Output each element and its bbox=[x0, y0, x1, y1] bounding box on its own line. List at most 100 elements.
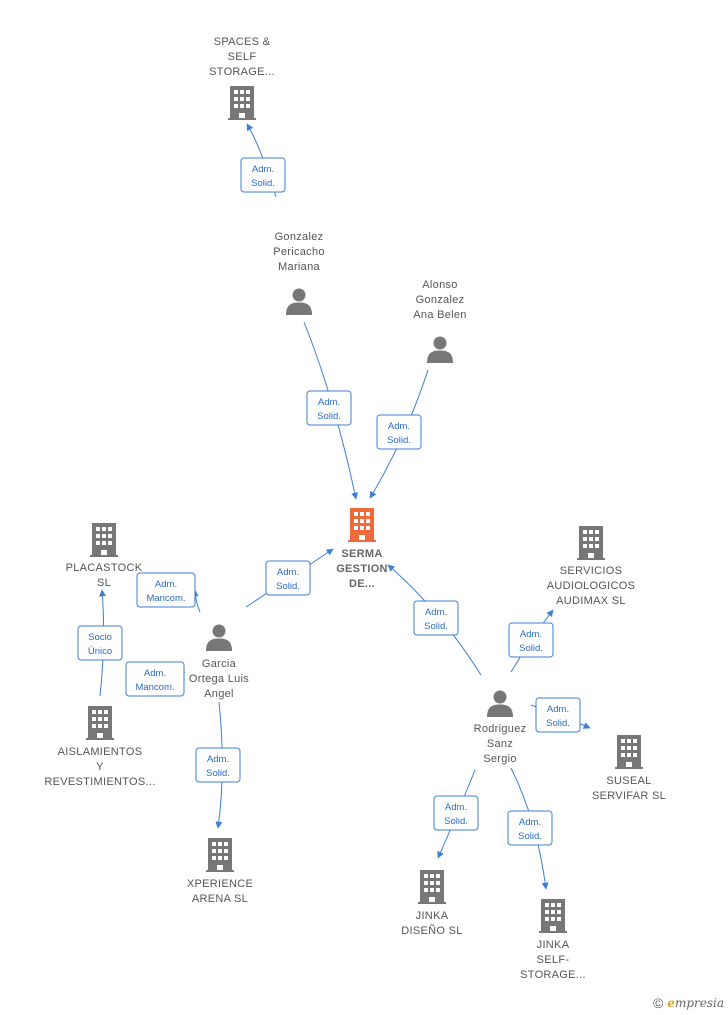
node-label: DISEÑO SL bbox=[401, 924, 462, 937]
edge-garcia-to-aislamientos: Adm.Mancom. bbox=[125, 661, 186, 697]
node-xperience[interactable]: XPERIENCE ARENA SL bbox=[187, 838, 253, 905]
relation-text: Solid. bbox=[424, 621, 448, 632]
relation-text: Adm. bbox=[547, 704, 569, 715]
node-label: GESTION bbox=[336, 563, 388, 575]
copyright-symbol: © bbox=[652, 995, 664, 1011]
relation-label[interactable]: Adm.Solid. bbox=[265, 560, 311, 596]
building-icon bbox=[615, 735, 643, 769]
node-label: PLACASTOCK bbox=[66, 562, 143, 574]
node-label: Pericacho bbox=[273, 246, 325, 258]
relation-label[interactable]: Adm. Solid. bbox=[413, 600, 459, 636]
footer-brand: © empresia bbox=[653, 995, 724, 1011]
relation-label[interactable]: Adm. Solid. bbox=[376, 414, 422, 450]
person-icon bbox=[427, 336, 453, 363]
relation-box bbox=[265, 560, 311, 596]
node-label: SELF- bbox=[537, 954, 570, 966]
node-label: Ana Belen bbox=[413, 309, 466, 321]
relation-text: Solid. bbox=[206, 768, 230, 779]
node-label: SELF bbox=[228, 51, 257, 63]
relation-label[interactable]: Adm.Solid. bbox=[508, 622, 554, 658]
person-icon bbox=[206, 624, 232, 651]
person-icon bbox=[286, 288, 312, 315]
node-jinka_self[interactable]: JINKASELF-STORAGE... bbox=[520, 899, 586, 981]
edge-line bbox=[191, 589, 201, 613]
relation-text: Adm. bbox=[155, 579, 177, 590]
relation-text: Adm. bbox=[277, 567, 299, 578]
node-aislamientos[interactable]: AISLAMIENTOSYREVESTIMIENTOS... bbox=[44, 706, 155, 788]
relation-label[interactable]: Adm.Mancom. bbox=[125, 661, 185, 697]
node-label: SERVIFAR SL bbox=[592, 790, 666, 802]
relation-text: Adm. bbox=[445, 802, 467, 813]
relation-text: Adm. bbox=[425, 607, 447, 618]
relation-text: Mancom. bbox=[146, 593, 185, 604]
edge-garcia-to-xperience: Adm.Solid. bbox=[195, 701, 241, 829]
node-label: SERMA bbox=[341, 548, 382, 560]
relation-label[interactable]: Adm. Solid. bbox=[507, 810, 553, 846]
edge-rodriguez-to-jinka_self: Adm. Solid. bbox=[507, 767, 553, 890]
node-label: Garcia bbox=[202, 658, 237, 670]
relation-label[interactable]: Adm. Mancom. bbox=[136, 572, 196, 608]
edge-rodriguez-to-servicios: Adm.Solid. bbox=[508, 609, 554, 673]
relation-text: Solid. bbox=[546, 718, 570, 729]
relation-box bbox=[376, 414, 422, 450]
brand-logo: empresia bbox=[667, 996, 724, 1010]
relation-label[interactable]: Adm. Solid. bbox=[433, 795, 479, 831]
node-jinka_diseno[interactable]: JINKA DISEÑO SL bbox=[401, 870, 462, 937]
edges-layer: Adm. Solid. Adm. Solid. Adm. Solid. Adm. Solid.… bbox=[77, 123, 591, 890]
relation-box bbox=[77, 625, 123, 661]
building-icon bbox=[86, 706, 114, 740]
edge-rodriguez-to-suseal: Adm. Solid. bbox=[530, 697, 591, 733]
edge-gonzalez-to-spaces: Adm.Solid. bbox=[240, 123, 286, 198]
relation-text: Adm. bbox=[520, 629, 542, 640]
relation-text: Único bbox=[88, 646, 112, 657]
relation-box bbox=[125, 661, 185, 697]
node-label: SERVICIOS bbox=[560, 565, 622, 577]
node-label: STORAGE... bbox=[209, 66, 275, 78]
relation-box bbox=[433, 795, 479, 831]
building-icon bbox=[206, 838, 234, 872]
relation-label[interactable]: Adm.Solid. bbox=[306, 390, 352, 426]
node-label: Angel bbox=[204, 688, 234, 700]
building-icon bbox=[539, 899, 567, 933]
relation-label[interactable]: Adm.Solid. bbox=[240, 157, 286, 193]
relation-text: Socio bbox=[88, 632, 112, 643]
relation-label[interactable]: Adm. Solid. bbox=[535, 697, 581, 733]
relation-text: Solid. bbox=[387, 435, 411, 446]
building-icon bbox=[577, 526, 605, 560]
node-label: JINKA bbox=[416, 910, 449, 922]
relation-text: Adm. bbox=[144, 668, 166, 679]
edge-garcia-to-serma: Adm.Solid. bbox=[245, 548, 334, 608]
node-spaces[interactable]: SPACES &SELFSTORAGE... bbox=[209, 36, 275, 120]
relation-box bbox=[306, 390, 352, 426]
node-label: Y bbox=[96, 761, 104, 773]
node-label: Sanz bbox=[487, 738, 513, 750]
node-label: Sergio bbox=[483, 753, 517, 765]
node-label: JINKA bbox=[537, 939, 570, 951]
relation-text: Solid. bbox=[317, 411, 341, 422]
edge-rodriguez-to-serma: Adm. Solid. bbox=[387, 564, 482, 676]
node-label: Ortega Luis bbox=[189, 673, 249, 685]
relation-text: Adm. bbox=[519, 817, 541, 828]
node-label: XPERIENCE bbox=[187, 878, 253, 890]
node-label: Mariana bbox=[278, 261, 320, 273]
relation-text: Solid. bbox=[444, 816, 468, 827]
relation-text: Solid. bbox=[518, 831, 542, 842]
building-icon bbox=[90, 523, 118, 557]
relation-text: Adm. bbox=[388, 421, 410, 432]
relation-label[interactable]: Adm.Solid. bbox=[195, 747, 241, 783]
node-label: AUDIOLOGICOS bbox=[547, 580, 636, 592]
node-serma[interactable]: SERMAGESTIONDE... bbox=[336, 508, 388, 590]
node-label: ARENA SL bbox=[192, 893, 248, 905]
relation-box bbox=[508, 622, 554, 658]
building-icon bbox=[348, 508, 376, 542]
